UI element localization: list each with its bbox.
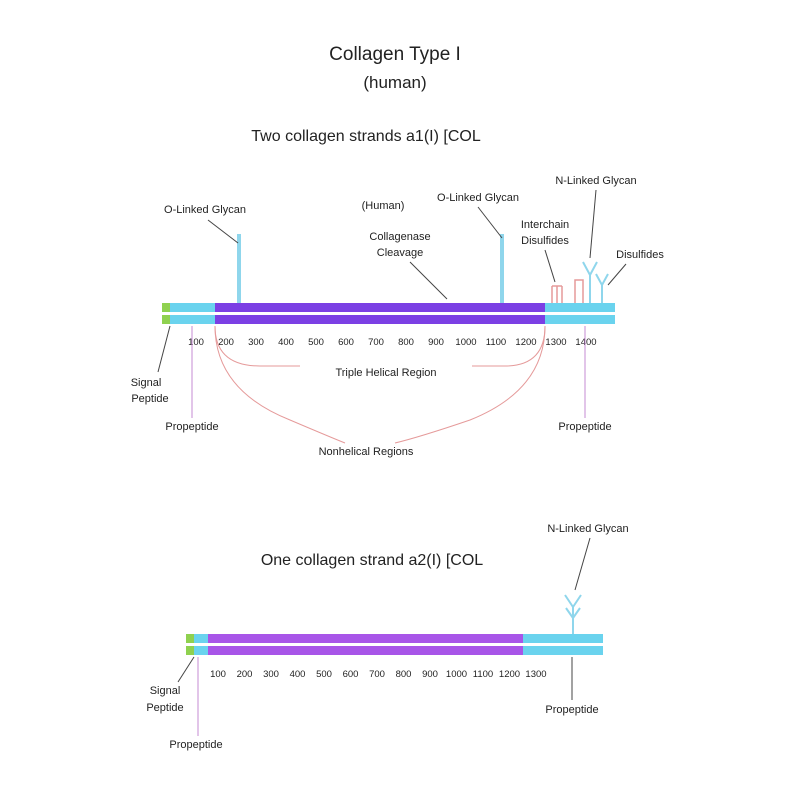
strand2-tick-800: 800	[396, 669, 412, 680]
strand2-top-triple-helix	[208, 634, 523, 643]
strand1-tick-600: 600	[338, 337, 354, 348]
strand1-bottom-signal-peptide	[162, 315, 170, 324]
strand1-o-glycan-right-mark	[500, 234, 504, 303]
strand1-interchain-label-line1: Interchain	[521, 219, 569, 231]
strand1-heading: Two collagen strands a1(I) [COL	[251, 128, 481, 145]
strand1-top-triple-helix	[215, 303, 545, 312]
strand1-o-glycan-right-label: O-Linked Glycan	[437, 192, 519, 204]
strand2-leader-lines	[177, 537, 591, 700]
strand2-tick-1100: 1100	[473, 669, 493, 680]
strand2-heading: One collagen strand a2(I) [COL	[261, 552, 483, 569]
strand1-propeptide-left-label: Propeptide	[165, 421, 218, 433]
strand1-tick-1100: 1100	[486, 337, 506, 348]
strand1-o-glycan-left-mark	[237, 234, 241, 303]
strand1-leader-lines	[157, 189, 627, 373]
strand2-signal-label-line1: Signal	[150, 685, 181, 697]
strand1-n-glycan-label: N-Linked Glycan	[555, 175, 636, 187]
strand1-tick-100: 100	[188, 337, 204, 348]
strand2-tick-200: 200	[237, 669, 253, 680]
strand1-top-c-propeptide	[545, 303, 615, 312]
strand1-triple-helical-label: Triple Helical Region	[335, 367, 436, 379]
strand1-tick-labels: 100 200 300 400 500 600 700 800 900 1000 1100 1200 1…	[188, 337, 597, 348]
strand1-tick-900: 900	[428, 337, 444, 348]
strand1-signal-label-line2: Peptide	[131, 393, 168, 405]
strand1-top-signal-peptide	[162, 303, 170, 312]
strand1-tick-1000: 1000	[455, 337, 476, 348]
strand1-bottom-c-propeptide	[545, 315, 615, 324]
strand1-propeptide-leaders	[191, 326, 586, 418]
strand1-human-label: (Human)	[362, 200, 405, 212]
strand1-nonhelical-callout	[214, 325, 546, 444]
strand2-group: 100 200 300 400 500 600 700 800 900 1000 1100 1200 1…	[146, 523, 628, 751]
strand1-tick-700: 700	[368, 337, 384, 348]
strand2-top-signal-peptide	[186, 634, 194, 643]
strand2-tick-1000: 1000	[446, 669, 467, 680]
strand1-nonhelical-label: Nonhelical Regions	[319, 446, 414, 458]
strand1-group: 100 200 300 400 500 600 700 800 900 1000 1100 1200 1…	[131, 175, 665, 458]
strand2-tick-1200: 1200	[499, 669, 520, 680]
diagram-subtitle: (human)	[363, 73, 426, 92]
strand1-tick-400: 400	[278, 337, 294, 348]
strand2-top-n-propeptide	[194, 634, 208, 643]
strand1-bottom-n-propeptide	[170, 315, 215, 324]
diagram-title: Collagen Type I	[329, 44, 461, 65]
strand1-top-n-propeptide	[170, 303, 215, 312]
strand2-bottom-signal-peptide	[186, 646, 194, 655]
strand1-collagenase-label-line2: Cleavage	[377, 247, 423, 259]
strand1-tick-1300: 1300	[545, 337, 566, 348]
strand2-propeptide-right-label: Propeptide	[545, 704, 598, 716]
strand2-signal-label-line2: Peptide	[146, 702, 183, 714]
strand1-propeptide-right-label: Propeptide	[558, 421, 611, 433]
strand1-tick-1200: 1200	[515, 337, 536, 348]
strand1-tick-500: 500	[308, 337, 324, 348]
strand2-tick-300: 300	[263, 669, 279, 680]
strand2-bottom-triple-helix	[208, 646, 523, 655]
strand2-propeptide-left-label: Propeptide	[169, 739, 222, 751]
strand1-interchain-disulfide-mark	[551, 279, 584, 303]
strand1-n-glycan-mark	[582, 261, 609, 303]
strand1-tick-300: 300	[248, 337, 264, 348]
strand1-tick-800: 800	[398, 337, 414, 348]
strand2-tick-1300: 1300	[525, 669, 546, 680]
strand1-collagenase-label-line1: Collagenase	[369, 231, 430, 243]
strand2-tick-100: 100	[210, 669, 226, 680]
strand1-disulfides-label: Disulfides	[616, 249, 664, 261]
strand1-bottom-triple-helix	[215, 315, 545, 324]
strand2-tick-700: 700	[369, 669, 385, 680]
strand1-tick-1400: 1400	[575, 337, 596, 348]
strand2-tick-900: 900	[422, 669, 438, 680]
strand1-signal-label-line1: Signal	[131, 377, 162, 389]
strand2-tick-400: 400	[290, 669, 306, 680]
strand1-tick-200: 200	[218, 337, 234, 348]
strand2-bottom-c-propeptide	[523, 646, 603, 655]
strand2-tick-600: 600	[343, 669, 359, 680]
strand2-top-c-propeptide	[523, 634, 603, 643]
strand1-interchain-label-line2: Disulfides	[521, 235, 569, 247]
strand2-tick-labels: 100 200 300 400 500 600 700 800 900 1000 1100 1200 1…	[210, 669, 547, 680]
strand2-tick-500: 500	[316, 669, 332, 680]
strand2-n-glycan-label: N-Linked Glycan	[547, 523, 628, 535]
strand1-o-glycan-left-label: O-Linked Glycan	[164, 204, 246, 216]
strand2-bottom-n-propeptide	[194, 646, 208, 655]
strand2-n-glycan-mark	[564, 594, 582, 634]
